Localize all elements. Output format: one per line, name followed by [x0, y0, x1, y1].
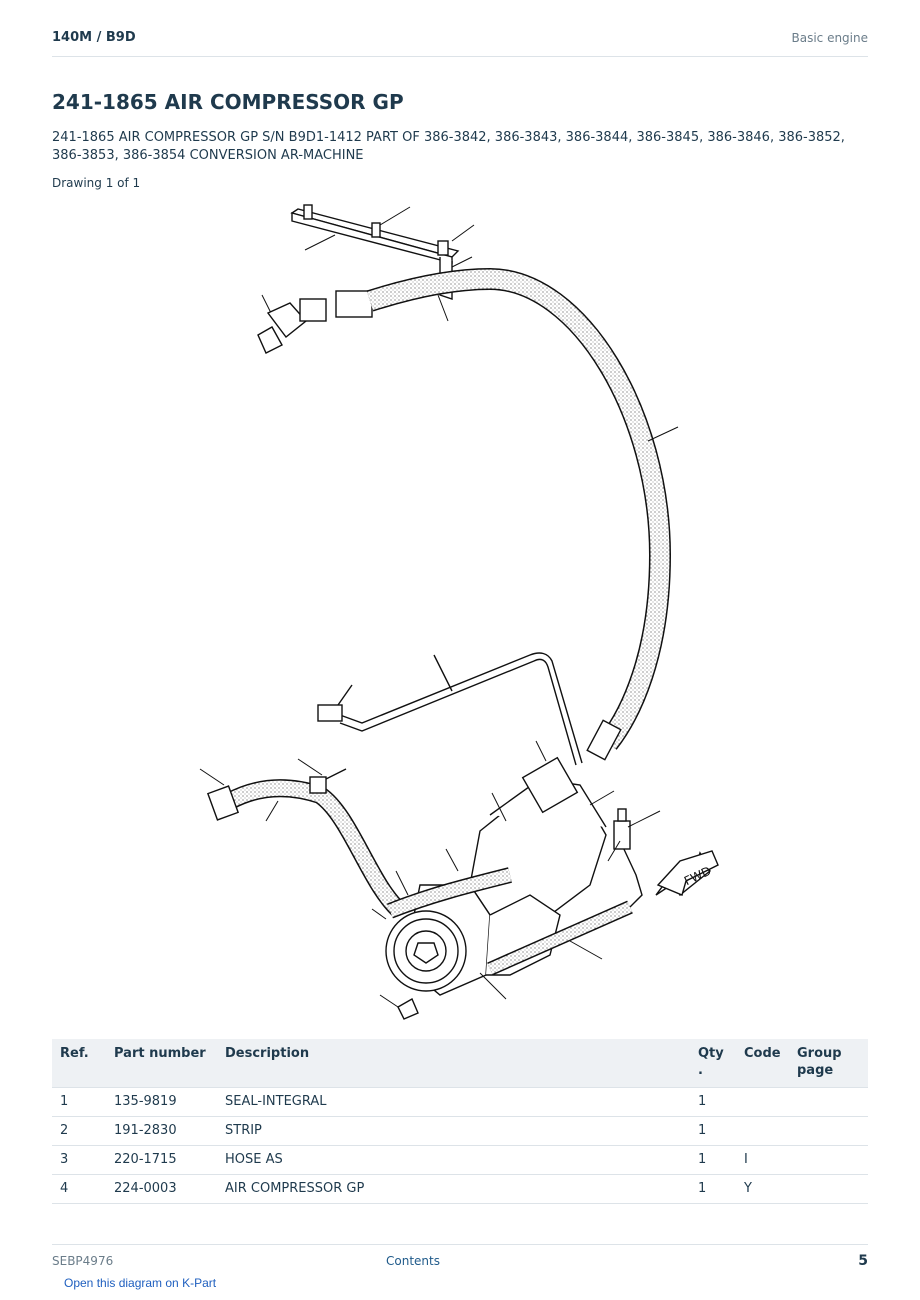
- row-qty: 1: [690, 1145, 736, 1175]
- page-subtitle: 241-1865 AIR COMPRESSOR GP S/N B9D1-1412…: [52, 130, 845, 163]
- row-code: [736, 1116, 789, 1146]
- row-part-number: 224-0003: [106, 1174, 217, 1204]
- lower-right-fittings: [613, 808, 643, 908]
- parts-diagram: FWD: [199, 204, 719, 1020]
- row-description: AIR COMPRESSOR GP: [217, 1174, 690, 1204]
- row-ref: 4: [52, 1174, 106, 1204]
- row-qty: 1: [690, 1174, 736, 1204]
- row-ref: 3: [52, 1145, 106, 1175]
- contents-link[interactable]: Contents: [386, 1254, 440, 1268]
- col-code: Code: [736, 1039, 789, 1088]
- section-label: Basic engine: [791, 31, 868, 45]
- page-footer: SEBP4976 Contents 5: [52, 1244, 868, 1275]
- row-group-page: [789, 1174, 868, 1204]
- parts-table-header: Ref. Part number Description Qty . Code …: [52, 1039, 868, 1088]
- row-group-page: [789, 1087, 868, 1117]
- braided-hose-upper: [366, 267, 672, 750]
- page-header: 140M / B9D Basic engine: [52, 28, 868, 57]
- page-number: 5: [858, 1253, 868, 1269]
- fwd-arrow: FWD: [655, 850, 719, 897]
- elbow-fitting-top: [257, 290, 373, 354]
- table-row: 2 191-2830 STRIP 1: [52, 1116, 868, 1146]
- row-code: I: [736, 1145, 789, 1175]
- row-code: [736, 1087, 789, 1117]
- row-group-page: [789, 1116, 868, 1146]
- lower-left-fittings: [206, 768, 347, 821]
- col-description: Description: [217, 1039, 690, 1088]
- row-part-number: 191-2830: [106, 1116, 217, 1146]
- braided-hose-lower-left: [225, 779, 407, 918]
- kpart-link[interactable]: Open this diagram on K-Part: [64, 1276, 217, 1290]
- drawing-label: Drawing 1 of 1: [52, 176, 141, 190]
- col-part-number: Part number: [106, 1039, 217, 1088]
- row-description: HOSE AS: [217, 1145, 690, 1175]
- table-row: 3 220-1715 HOSE AS 1 I: [52, 1145, 868, 1175]
- row-qty: 1: [690, 1116, 736, 1146]
- doc-number: SEBP4976: [52, 1254, 114, 1268]
- row-part-number: 220-1715: [106, 1145, 217, 1175]
- row-qty: 1: [690, 1087, 736, 1117]
- rigid-tube: [317, 652, 583, 766]
- row-ref: 1: [52, 1087, 106, 1117]
- table-row: 4 224-0003 AIR COMPRESSOR GP 1 Y: [52, 1174, 868, 1204]
- air-compressor-body: [385, 756, 607, 1020]
- col-ref: Ref.: [52, 1039, 106, 1088]
- row-description: STRIP: [217, 1116, 690, 1146]
- row-description: SEAL-INTEGRAL: [217, 1087, 690, 1117]
- table-row: 1 135-9819 SEAL-INTEGRAL 1: [52, 1087, 868, 1117]
- page-title: 241-1865 AIR COMPRESSOR GP: [52, 90, 404, 114]
- parts-table: Ref. Part number Description Qty . Code …: [52, 1039, 868, 1204]
- col-qty: Qty .: [690, 1039, 736, 1088]
- col-group-page: Group page: [789, 1039, 868, 1088]
- model-label: 140M / B9D: [52, 30, 136, 45]
- row-part-number: 135-9819: [106, 1087, 217, 1117]
- row-group-page: [789, 1145, 868, 1175]
- row-ref: 2: [52, 1116, 106, 1146]
- row-code: Y: [736, 1174, 789, 1204]
